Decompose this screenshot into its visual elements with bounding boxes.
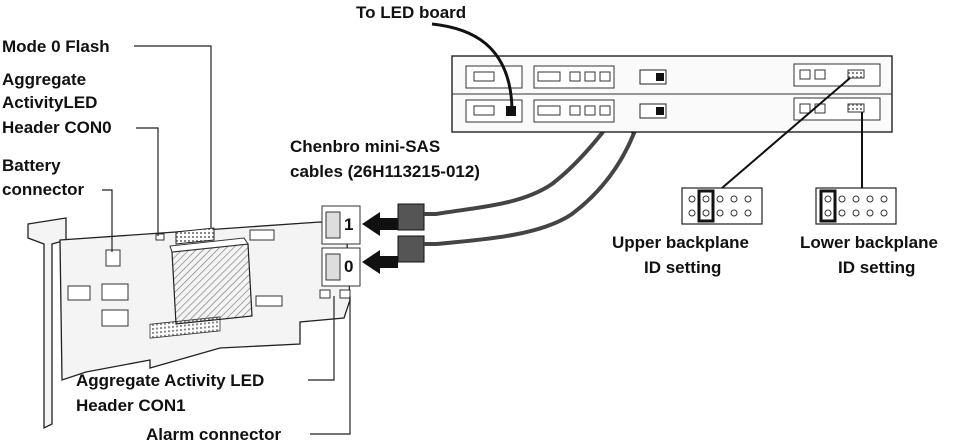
sas-port-1-socket (325, 211, 341, 239)
to-led-board-leader (431, 22, 514, 109)
chip-d (249, 229, 275, 241)
upper-backplane-label-line2: ID setting (644, 258, 721, 277)
cable-0 (424, 127, 638, 246)
upper-id-b (814, 69, 826, 80)
con0-leader (136, 127, 159, 236)
aggregate-con0-label-line1: Aggregate (2, 70, 86, 89)
mode0-flash-leader (134, 45, 212, 228)
upper-id-a (799, 69, 811, 80)
alarm-connector-label: Alarm connector (146, 425, 281, 444)
aggregate-con1-label-line1: Aggregate Activity LED (76, 371, 264, 390)
lower-backplane-label-line2: ID setting (838, 258, 915, 277)
upper-pin (702, 209, 710, 217)
to-led-board-label: To LED board (356, 3, 466, 22)
lower-backplane-jumper-block (815, 187, 897, 225)
lower-pin (866, 195, 874, 203)
lower-power-pins (473, 105, 495, 116)
sas-port-0-socket (325, 253, 341, 281)
heatsink (171, 243, 253, 325)
mode0-flash-header (175, 227, 215, 245)
upper-power-pins (473, 71, 495, 82)
battery-label-line2: connector (2, 180, 85, 199)
upper-pin (716, 209, 724, 217)
lower-sata-c (599, 105, 611, 116)
lower-jumper-cap (819, 189, 837, 223)
lower-sata-b (584, 105, 596, 116)
chenbro-label-line1: Chenbro mini-SAS (290, 137, 440, 156)
lower-id-b (814, 103, 826, 114)
battery-label-line1: Battery (2, 156, 61, 175)
upper-sas-socket-pin (656, 73, 664, 81)
lower-pin (838, 209, 846, 217)
lower-sas-socket-pin (656, 107, 664, 115)
chip-c (101, 309, 129, 327)
card-bracket (27, 217, 67, 430)
backplane-chassis (451, 55, 893, 133)
lower-pin (824, 209, 832, 217)
lower-id-jumper (847, 103, 865, 113)
upper-id-leader (721, 77, 851, 189)
chip-b (101, 283, 129, 301)
lower-pin (880, 195, 888, 203)
con1-leader (308, 296, 335, 381)
upper-pin (688, 195, 696, 203)
arrow-port-1 (362, 212, 398, 236)
upper-id-jumper (847, 69, 865, 79)
upper-pin (744, 195, 752, 203)
battery-connector-part (105, 249, 121, 267)
led-header (506, 106, 516, 116)
upper-pin (702, 195, 710, 203)
lower-pin (838, 195, 846, 203)
aggregate-con1-label-line2: Header CON1 (76, 396, 186, 415)
heatsink-top (169, 237, 249, 253)
upper-backplane-jumper-block (681, 187, 763, 225)
chip-a (67, 285, 91, 301)
arrow-port-0 (362, 250, 398, 274)
chenbro-label-line2: cables (26H113215-012) (290, 162, 480, 181)
battery-leader (102, 189, 113, 252)
upper-jumper-cap (697, 189, 715, 223)
mode0-flash-label: Mode 0 Flash (2, 37, 110, 56)
lower-sata-a (569, 105, 581, 116)
upper-jumper-frame (681, 187, 763, 225)
aggregate-con0-label-line2: ActivityLED (2, 93, 97, 112)
lower-backplane-label-line1: Lower backplane (800, 233, 938, 252)
upper-pin (730, 209, 738, 217)
cable-plug-1 (397, 203, 425, 231)
con1-header (319, 289, 331, 299)
chip-e (255, 295, 283, 307)
lower-pin (866, 209, 874, 217)
upper-sata-c (599, 71, 611, 82)
cable-plug-0 (397, 235, 425, 263)
port-1-label: 1 (344, 215, 353, 234)
lower-id-a (799, 103, 811, 114)
alarm-connector-part (339, 289, 351, 299)
upper-sata-pins (537, 71, 561, 82)
upper-pin (688, 209, 696, 217)
upper-pin (730, 195, 738, 203)
upper-pin (716, 195, 724, 203)
raid-controller-card: 1 0 (27, 205, 361, 430)
alarm-leader (310, 296, 351, 435)
upper-sata-a (569, 71, 581, 82)
port-0-label: 0 (344, 257, 353, 276)
upper-pin (744, 209, 752, 217)
lower-pin (852, 195, 860, 203)
con0-header (155, 233, 165, 241)
lower-pin (880, 209, 888, 217)
upper-sata-b (584, 71, 596, 82)
aggregate-con0-label-line3: Header CON0 (2, 118, 112, 137)
upper-backplane-label-line1: Upper backplane (612, 233, 749, 252)
lower-pin (824, 195, 832, 203)
lower-pin (852, 209, 860, 217)
lower-sata-pins (537, 105, 561, 116)
